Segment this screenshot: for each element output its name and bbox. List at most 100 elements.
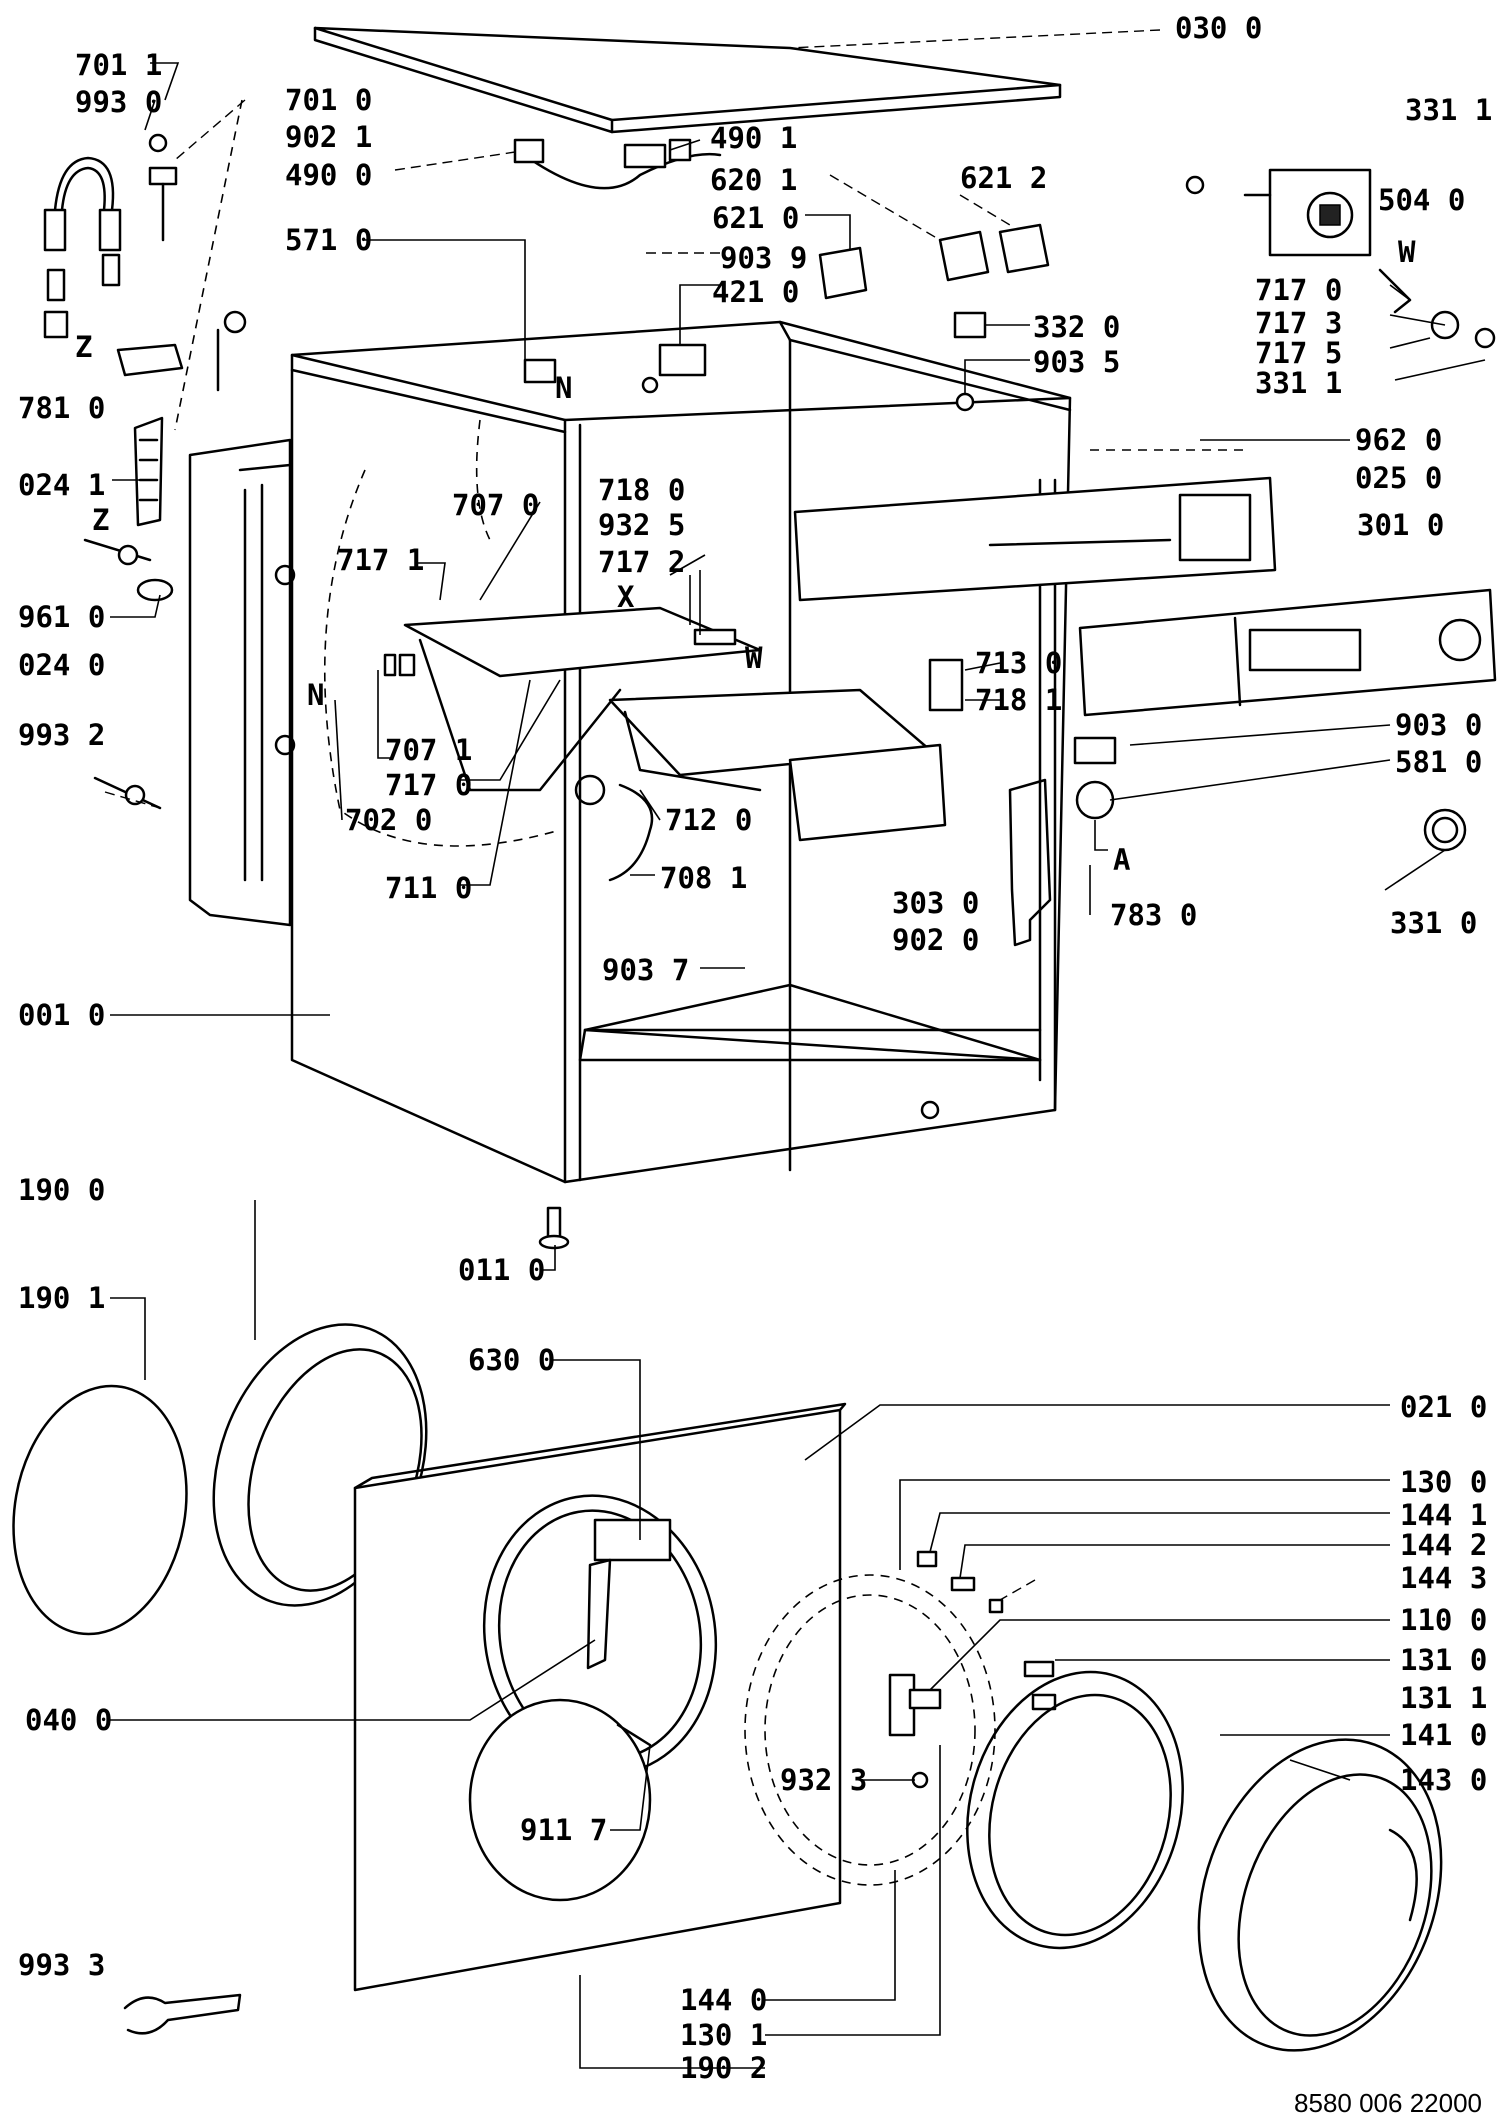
part-label: 707 1 bbox=[385, 733, 472, 767]
door-outer-frame bbox=[744, 1574, 996, 1886]
adjustable-foot bbox=[538, 1206, 570, 1250]
marker-letter: N bbox=[555, 371, 572, 405]
part-label: 707 0 bbox=[452, 488, 539, 522]
marker-letter: W bbox=[745, 641, 763, 675]
connection-markers: Z Z N N X W W A bbox=[75, 235, 1416, 877]
part-label: 024 1 bbox=[18, 468, 105, 502]
marker-letter: A bbox=[1113, 843, 1130, 877]
part-label: 902 0 bbox=[892, 923, 979, 957]
part-label: 131 0 bbox=[1400, 1643, 1487, 1677]
relays bbox=[818, 223, 1050, 300]
part-label: 717 0 bbox=[1255, 273, 1342, 307]
part-label: 711 0 bbox=[385, 871, 472, 905]
part-number-labels: 030 0 331 1 701 1 993 0 701 0 902 1 490 … bbox=[18, 11, 1492, 2085]
part-label: 621 2 bbox=[960, 161, 1047, 195]
part-label: 962 0 bbox=[1355, 423, 1442, 457]
marker-letter: X bbox=[617, 580, 635, 614]
part-label: 961 0 bbox=[18, 600, 105, 634]
part-label: 903 9 bbox=[720, 241, 807, 275]
part-label: 932 3 bbox=[780, 1763, 867, 1797]
top-cover-lid bbox=[313, 26, 1062, 134]
wiring-harness bbox=[513, 138, 722, 190]
hose-assembly bbox=[43, 99, 247, 810]
part-label: 110 0 bbox=[1400, 1603, 1487, 1637]
marker-letter: W bbox=[1398, 235, 1416, 269]
part-label: 130 0 bbox=[1400, 1465, 1487, 1499]
part-label: 025 0 bbox=[1355, 461, 1442, 495]
part-label: 130 1 bbox=[680, 2018, 767, 2052]
part-label: 301 0 bbox=[1357, 508, 1444, 542]
part-label: 783 0 bbox=[1110, 898, 1197, 932]
cabinet-top-parts bbox=[523, 311, 987, 412]
part-label: 993 2 bbox=[18, 718, 105, 752]
part-label: 131 1 bbox=[1400, 1681, 1487, 1715]
part-label: 331 1 bbox=[1405, 93, 1492, 127]
part-label: 713 0 bbox=[975, 646, 1062, 680]
door-hinge-parts bbox=[916, 1550, 1057, 1711]
part-label: 040 0 bbox=[25, 1703, 112, 1737]
front-panel bbox=[353, 1402, 847, 1992]
part-label: 717 0 bbox=[385, 768, 472, 802]
part-label: 702 0 bbox=[345, 803, 432, 837]
part-label: 024 0 bbox=[18, 648, 105, 682]
part-label: 911 7 bbox=[520, 1813, 607, 1847]
part-label: 701 1 bbox=[75, 48, 162, 82]
part-label: 620 1 bbox=[710, 163, 797, 197]
part-label: 717 2 bbox=[598, 545, 685, 579]
part-label: 011 0 bbox=[458, 1253, 545, 1287]
detergent-drawer-housing bbox=[383, 606, 947, 882]
part-label: 331 1 bbox=[1255, 366, 1342, 400]
part-label: 021 0 bbox=[1400, 1390, 1487, 1424]
part-label: 144 1 bbox=[1400, 1498, 1487, 1532]
part-label: 190 1 bbox=[18, 1281, 105, 1315]
part-label: 144 0 bbox=[680, 1983, 767, 2017]
part-label: 504 0 bbox=[1378, 183, 1465, 217]
part-label: 717 1 bbox=[337, 543, 424, 577]
part-label: 581 0 bbox=[1395, 745, 1482, 779]
part-label: 718 0 bbox=[598, 473, 685, 507]
control-panel bbox=[793, 449, 1497, 852]
programmer-timer bbox=[1185, 168, 1496, 349]
spanner-tool bbox=[123, 1993, 242, 2035]
door-glass bbox=[966, 1670, 1184, 1950]
left-side-panel bbox=[188, 438, 296, 927]
leader-lines bbox=[104, 29, 1486, 2069]
part-label: 932 5 bbox=[598, 508, 685, 542]
part-label: 903 7 bbox=[602, 953, 689, 987]
part-drawings bbox=[12, 26, 1497, 2052]
part-label: 781 0 bbox=[18, 391, 105, 425]
part-label: 903 0 bbox=[1395, 708, 1482, 742]
marker-letter: N bbox=[307, 678, 324, 712]
part-label: 143 0 bbox=[1400, 1763, 1487, 1797]
part-label: 331 0 bbox=[1390, 906, 1477, 940]
part-label: 490 1 bbox=[710, 121, 797, 155]
part-label: 001 0 bbox=[18, 998, 105, 1032]
stand-bracket bbox=[1008, 778, 1052, 947]
part-label: 030 0 bbox=[1175, 11, 1262, 45]
marker-letter: Z bbox=[75, 330, 92, 364]
part-label: 717 3 bbox=[1255, 306, 1342, 340]
part-label: 303 0 bbox=[892, 886, 979, 920]
part-label: 712 0 bbox=[665, 803, 752, 837]
part-label: 144 2 bbox=[1400, 1528, 1487, 1562]
part-label: 630 0 bbox=[468, 1343, 555, 1377]
part-label: 701 0 bbox=[285, 83, 372, 117]
part-label: 141 0 bbox=[1400, 1718, 1487, 1752]
part-label: 332 0 bbox=[1033, 310, 1120, 344]
part-label: 903 5 bbox=[1033, 345, 1120, 379]
part-label: 421 0 bbox=[712, 275, 799, 309]
part-label: 718 1 bbox=[975, 683, 1062, 717]
part-label: 708 1 bbox=[660, 861, 747, 895]
part-label: 993 0 bbox=[75, 85, 162, 119]
part-label: 571 0 bbox=[285, 223, 372, 257]
marker-letter: Z bbox=[92, 503, 109, 537]
part-label: 144 3 bbox=[1400, 1561, 1487, 1595]
part-label: 490 0 bbox=[285, 158, 372, 192]
part-label: 190 0 bbox=[18, 1173, 105, 1207]
part-label: 717 5 bbox=[1255, 336, 1342, 370]
drawing-reference-code: 8580 006 22000 bbox=[1294, 2088, 1482, 2118]
part-label: 621 0 bbox=[712, 201, 799, 235]
part-label: 993 3 bbox=[18, 1948, 105, 1982]
part-label: 902 1 bbox=[285, 120, 372, 154]
